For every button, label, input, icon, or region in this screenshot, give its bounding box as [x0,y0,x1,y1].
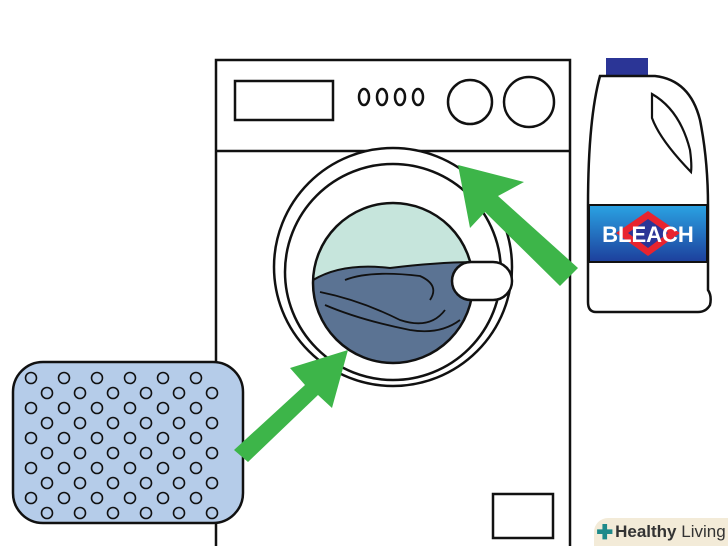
sponge-hole [40,446,54,460]
sponge-hole [24,491,38,505]
sponge-hole [73,386,87,400]
handle-cutout [650,92,693,175]
sponge-hole [205,446,219,460]
sponge-hole [172,506,186,520]
sponge-hole [106,506,120,520]
sponge-hole [139,446,153,460]
sponge-hole [172,416,186,430]
sponge-hole [106,386,120,400]
sponge-hole [189,371,203,385]
sponge-hole [106,446,120,460]
sponge-hole [205,506,219,520]
sponge-hole [189,461,203,475]
sponge-hole [40,506,54,520]
brand-bold: Healthy [615,522,677,541]
sponge-hole [205,386,219,400]
sponge-hole [73,476,87,490]
sponge-hole [24,431,38,445]
button-icon [393,87,407,107]
sponge-hole [139,476,153,490]
sponge-hole [123,461,137,475]
sponge-hole [123,401,137,415]
sponge-hole [73,506,87,520]
sponge-hole [57,401,71,415]
button-icon [411,87,425,107]
sponge-hole [73,446,87,460]
brand-rest: Living [676,522,726,541]
cross-leaf-icon: ✚ [596,521,614,544]
sponge-hole [172,476,186,490]
sponge-hole [139,416,153,430]
sponge-hole [90,431,104,445]
sponge-hole [172,386,186,400]
filter-hatch [491,492,555,540]
sponge-hole [156,491,170,505]
dial-knob [502,75,556,129]
sponge-hole [90,371,104,385]
sponge-hole [24,401,38,415]
sponge-hole [106,416,120,430]
door-handle [450,260,514,302]
sponge-hole [139,386,153,400]
sponge-hole [40,386,54,400]
sponge-hole [57,491,71,505]
sponge-hole [123,431,137,445]
sponge-hole [57,431,71,445]
sponge-hole [57,461,71,475]
sponge-hole [189,431,203,445]
sponge-hole [189,401,203,415]
sponge-hole [156,431,170,445]
sponge-hole [123,491,137,505]
sponge-hole [24,371,38,385]
sponge-hole [123,371,137,385]
bleach-label-text: BLEACH [602,222,694,247]
sponge-hole [40,416,54,430]
arrows [234,165,578,462]
sponge-hole [90,401,104,415]
arrow-bleach-to-drawer [458,165,578,286]
dial-knob [446,78,494,126]
sponge-hole [189,491,203,505]
drum-window [311,201,514,365]
sponge-hole [90,491,104,505]
sponge-hole [205,476,219,490]
sponge-hole [156,371,170,385]
healthy-living-watermark: ✚ Healthy Living [594,518,728,546]
sponge-hole [156,461,170,475]
sponge-hole [90,461,104,475]
sponge [11,360,245,525]
display-window [233,79,335,122]
button-icon [357,87,371,107]
sponge-hole [57,371,71,385]
sponge-hole [106,476,120,490]
sponge-hole [139,506,153,520]
sponge-hole [156,401,170,415]
sponge-hole [205,416,219,430]
button-icon [375,87,389,107]
sponge-hole [24,461,38,475]
sponge-hole [40,476,54,490]
arrow-sponge-to-drum [234,350,348,462]
bleach-bottle: BLEACH [586,58,712,314]
sponge-hole [172,446,186,460]
sponge-hole [73,416,87,430]
